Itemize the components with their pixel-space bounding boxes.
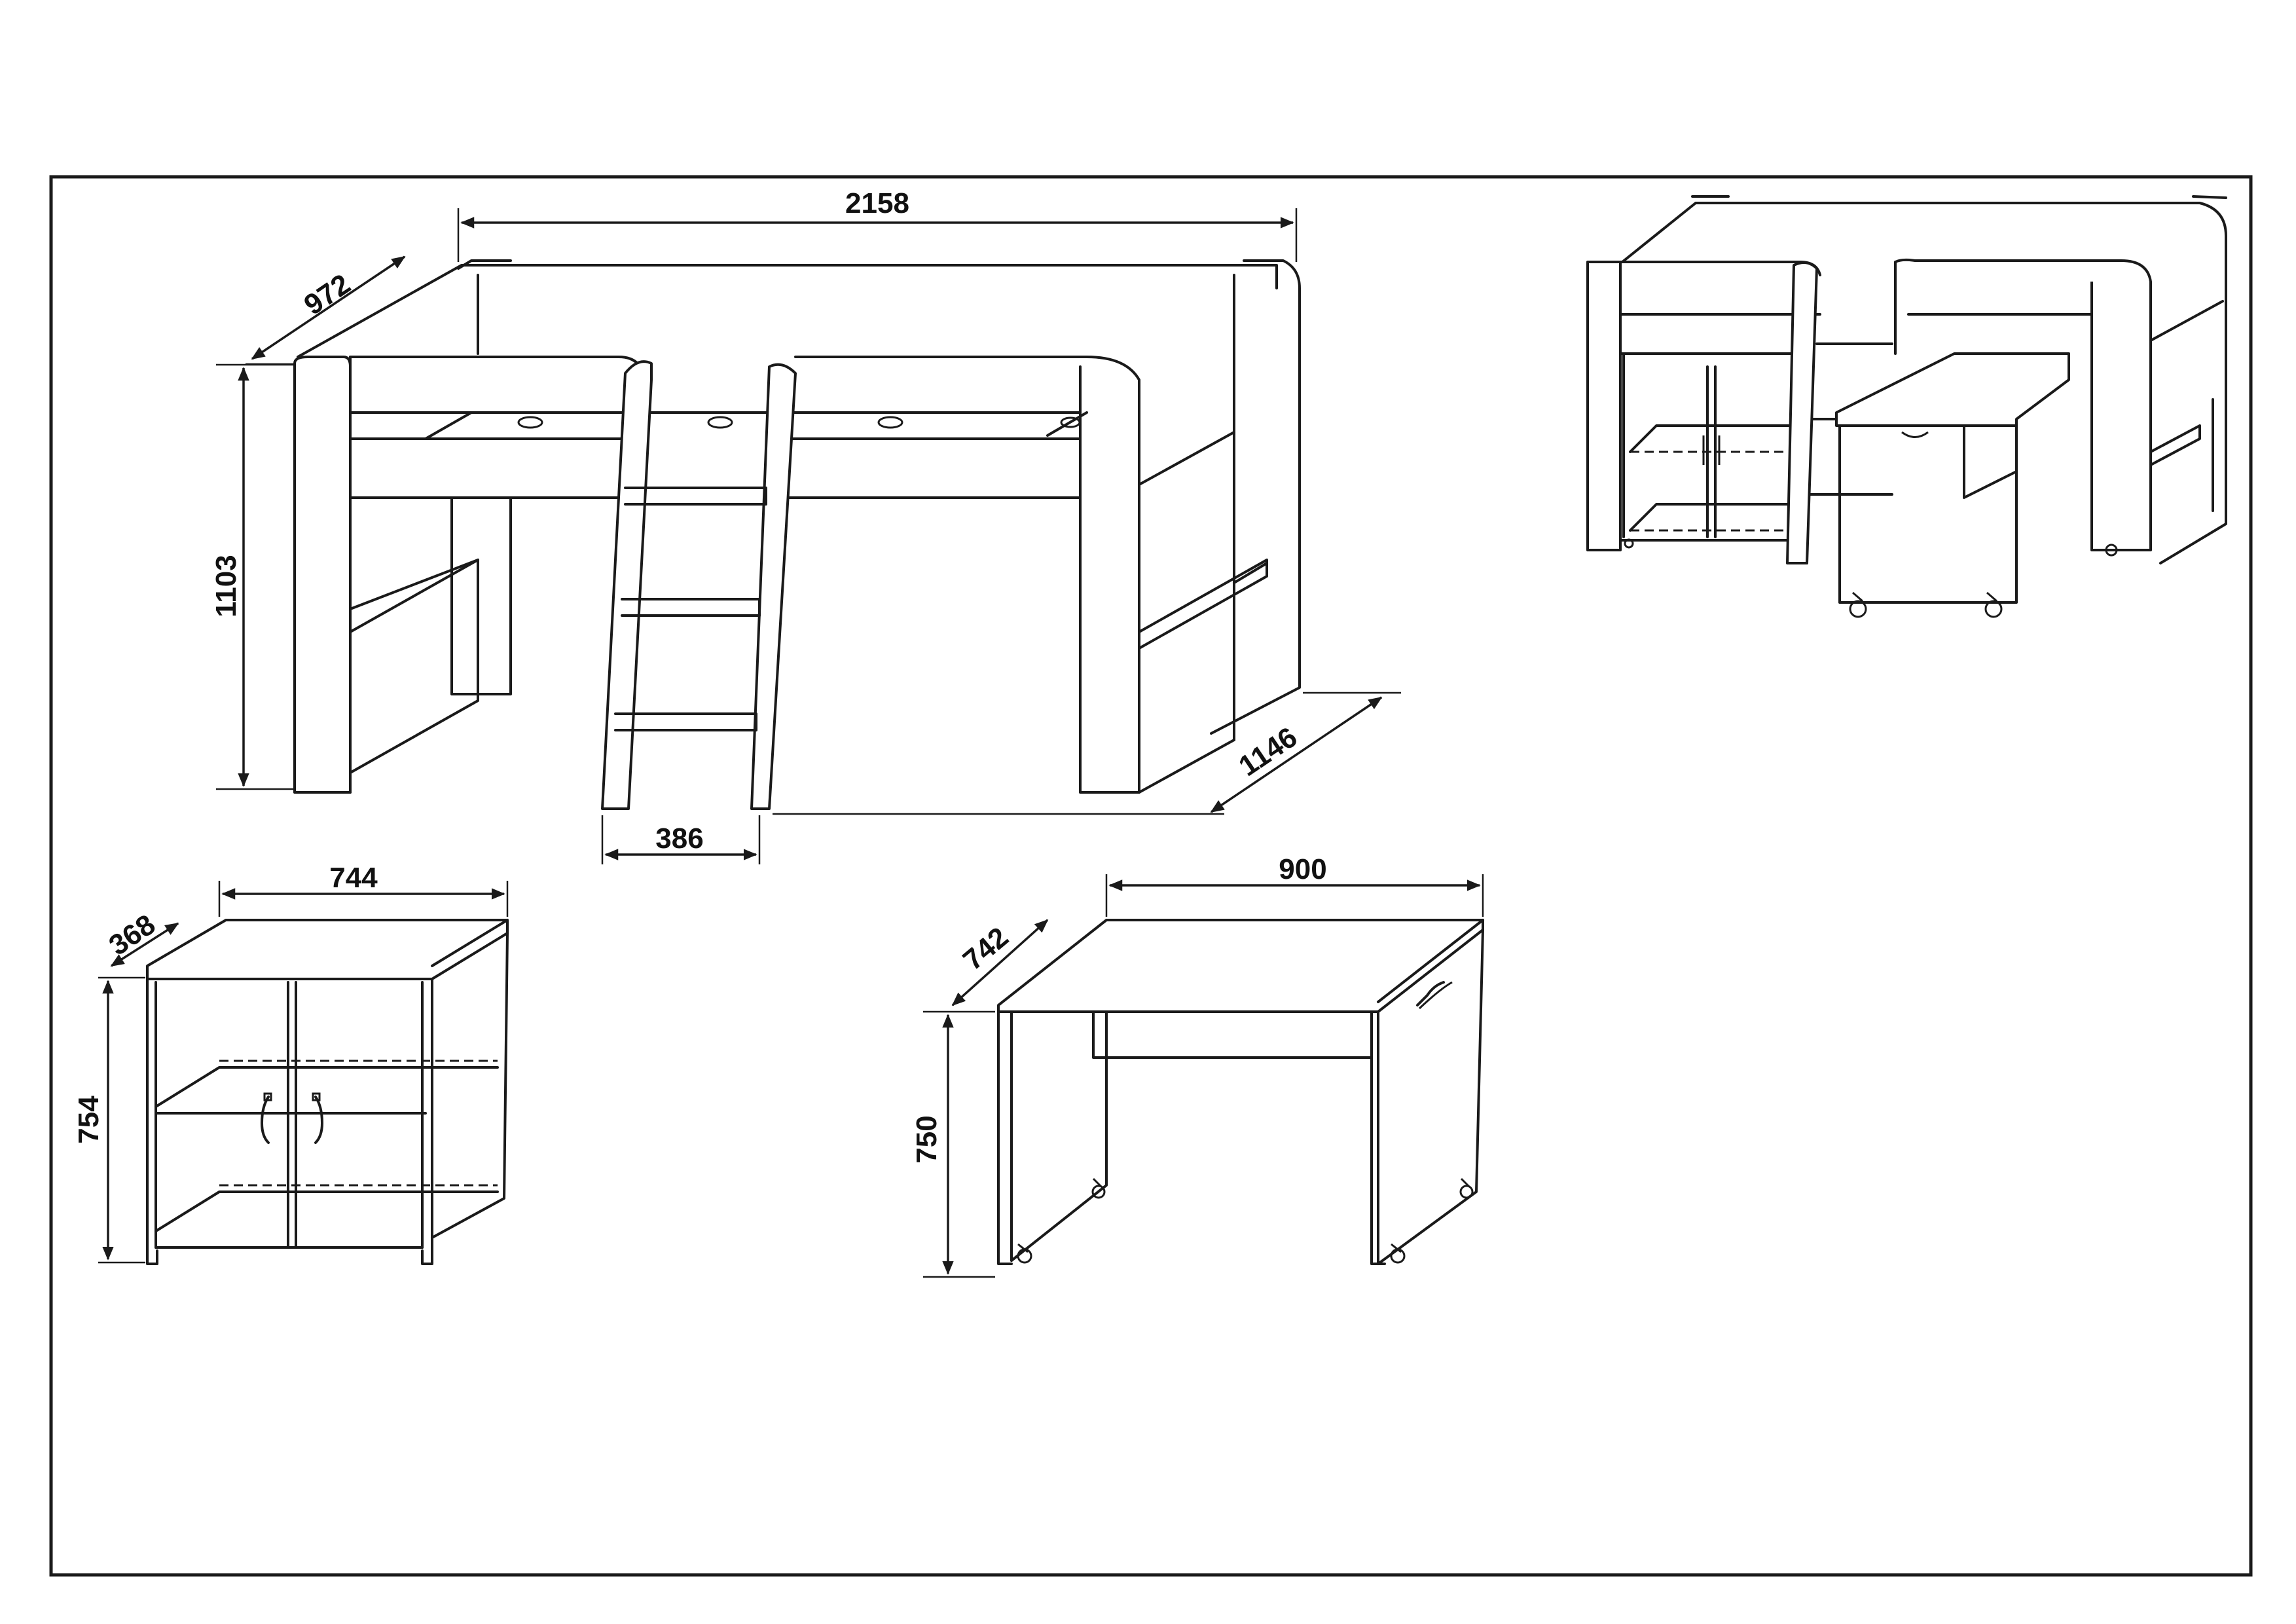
cabinet-drawing: [146, 919, 509, 1265]
bed-depth-label: 972: [299, 268, 356, 322]
desk-height-label: 750: [911, 1115, 943, 1163]
cabinet-depth-label: 368: [103, 908, 161, 962]
bed-length-label: 2158: [845, 187, 909, 219]
drawing-frame: [49, 175, 2253, 1577]
cabinet-width-label: 744: [329, 862, 378, 894]
bed-height-dimension: 1103: [210, 363, 295, 790]
desk-depth-label: 742: [957, 921, 1015, 977]
bed-preview-drawing: [1586, 195, 2227, 618]
cabin-bed-drawing: [293, 259, 1301, 810]
desk-drawing: [997, 919, 1484, 1265]
desk-height-dimension: 750: [911, 1010, 995, 1278]
bed-height-label: 1103: [210, 555, 242, 617]
cabinet-height-label: 754: [73, 1096, 105, 1144]
cabinet-height-dimension: 754: [73, 976, 145, 1264]
bed-length-dimension: 2158: [457, 187, 1298, 262]
ladder-width-label: 386: [655, 822, 703, 855]
desk-length-dimension: 1146: [773, 692, 1401, 815]
cabinet-width-dimension: 744: [218, 862, 509, 917]
desk-width-dimension: 900: [1105, 853, 1484, 917]
ladder-width-dimension: 386: [601, 815, 761, 864]
desk-width-label: 900: [1279, 853, 1326, 885]
